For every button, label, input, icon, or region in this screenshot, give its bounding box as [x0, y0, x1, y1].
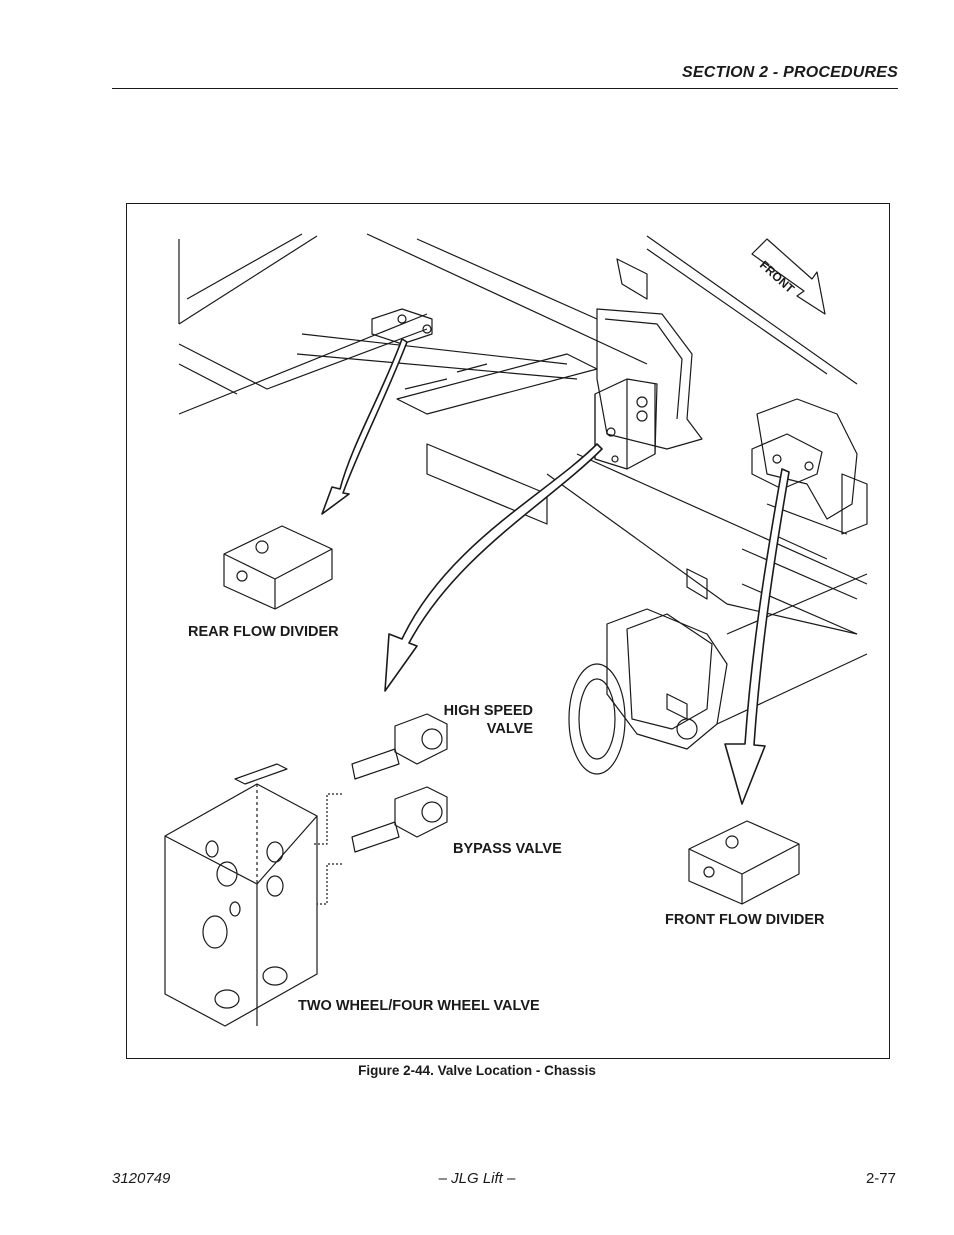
callout-front-flow-divider: FRONT FLOW DIVIDER	[665, 912, 825, 928]
leader-arrows	[321, 338, 790, 805]
cartridge-valves	[312, 713, 448, 905]
right-bracket	[751, 398, 868, 560]
callout-two-four-wheel-valve: TWO WHEEL/FOUR WHEEL VALVE	[298, 998, 540, 1014]
footer-page-number: 2-77	[865, 1170, 896, 1187]
footer-publisher: – JLG Lift –	[438, 1170, 516, 1187]
two-four-wheel-valve-block	[164, 763, 318, 1027]
rear-flow-divider-mounted	[371, 308, 433, 345]
figure-caption: Figure 2-44. Valve Location - Chassis	[358, 1063, 596, 1078]
callout-high-speed-valve: HIGH SPEED VALVE	[427, 702, 533, 738]
callout-bypass-valve: BYPASS VALVE	[453, 841, 562, 857]
front-arrow	[751, 238, 826, 315]
rear-flow-divider-box	[223, 525, 333, 610]
callout-high-speed-line2: VALVE	[486, 721, 533, 737]
header-rule	[112, 88, 898, 89]
chassis-frame-lines	[178, 233, 868, 635]
center-bracket	[594, 308, 703, 470]
figure-frame: FRONT	[126, 203, 890, 1059]
callout-high-speed-line1: HIGH SPEED	[443, 703, 533, 719]
footer-doc-number: 3120749	[112, 1170, 171, 1187]
callout-rear-flow-divider: REAR FLOW DIVIDER	[188, 624, 339, 640]
section-header-title: SECTION 2 - PROCEDURES	[682, 64, 898, 81]
front-flow-divider-box	[688, 820, 800, 905]
chassis-illustration: FRONT	[164, 233, 868, 1027]
axle-hub-assembly	[568, 573, 868, 775]
